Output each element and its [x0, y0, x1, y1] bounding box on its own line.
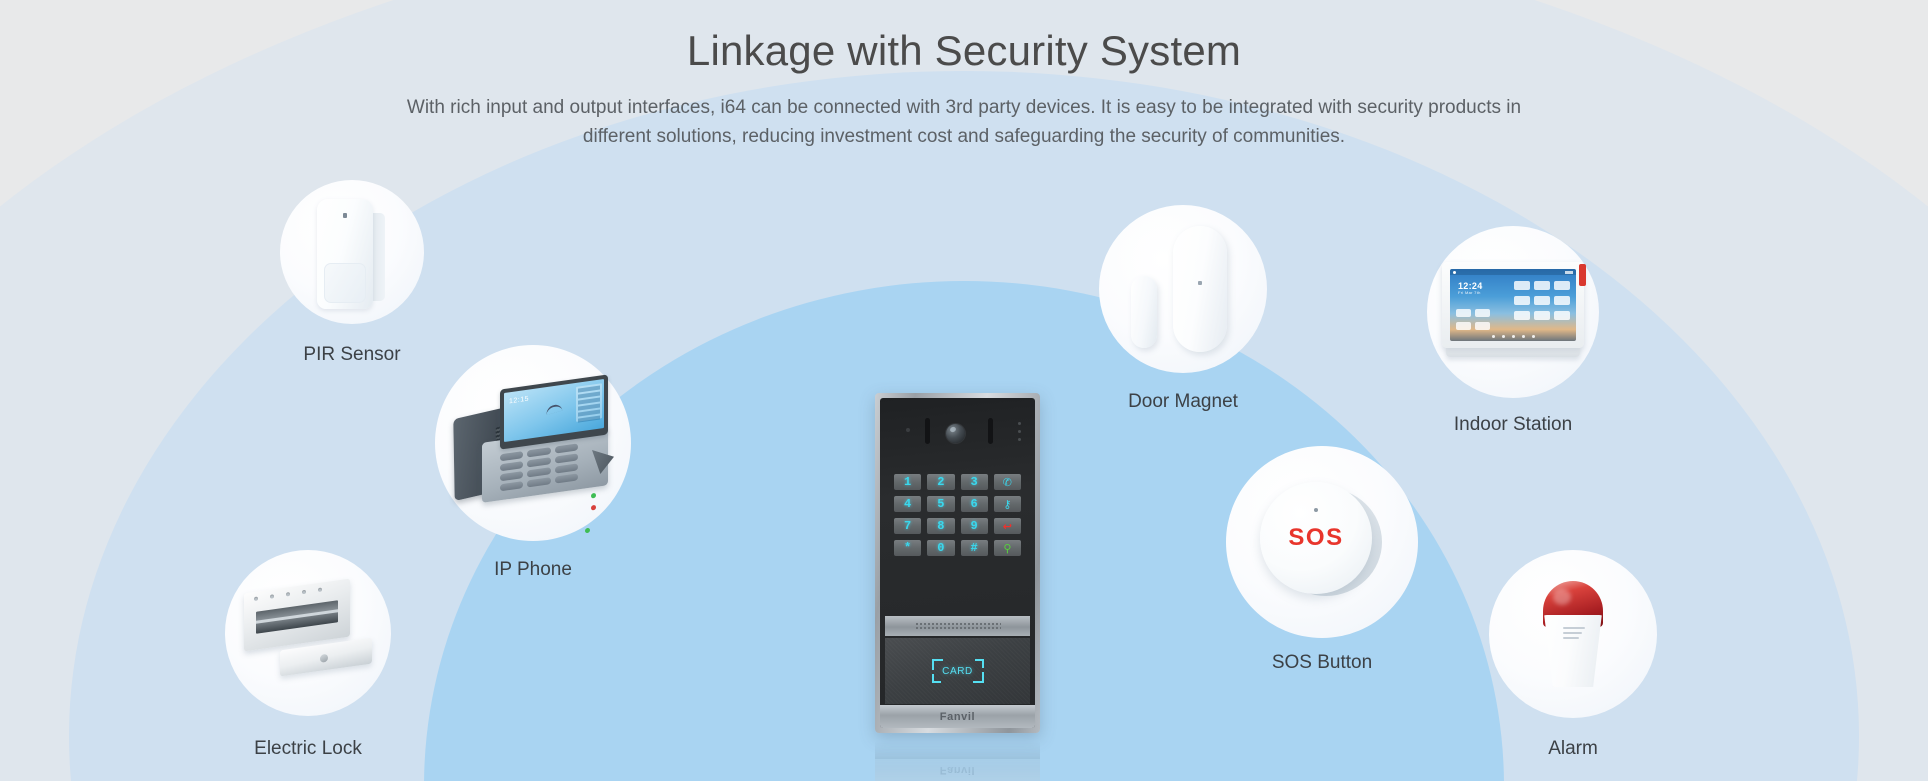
keypad-key-hash[interactable]: #	[960, 540, 988, 556]
ip-phone-screen-time: 12:15	[509, 395, 530, 406]
door-magnet-icon	[1131, 226, 1235, 352]
card-reader-icon: CARD	[931, 659, 984, 683]
alarm-siren-icon	[1537, 581, 1609, 687]
intercom-card-reader[interactable]: CARD	[885, 638, 1030, 704]
keypad-key-9[interactable]: 9	[960, 518, 988, 534]
device-label-indoor-station: Indoor Station	[1453, 414, 1573, 435]
keypad-key-2[interactable]: 2	[927, 474, 955, 490]
keypad-key-8[interactable]: 8	[927, 518, 955, 534]
intercom-brand-text: Fanvil	[939, 710, 976, 723]
device-label-door-magnet: Door Magnet	[1128, 391, 1238, 412]
device-label-sos-button: SOS Button	[1271, 652, 1373, 673]
intercom-reflection: Fanvil	[875, 734, 1040, 781]
mic-slot-left-icon	[925, 418, 930, 444]
keypad-key-6[interactable]: 6	[960, 496, 988, 512]
intercom-brand-bar: Fanvil	[880, 705, 1035, 728]
reflection-brand-text: Fanvil	[875, 759, 1040, 781]
electric-lock-bubble	[225, 550, 391, 716]
keypad-key-4[interactable]: 4	[894, 496, 922, 512]
device-ip-phone[interactable]: 12:15 IP Phone	[435, 345, 631, 581]
keypad-key-5[interactable]: 5	[927, 496, 955, 512]
card-reader-label: CARD	[942, 665, 973, 677]
status-led-dots-icon	[1018, 422, 1021, 446]
intercom-speaker-grill	[885, 616, 1030, 636]
mic-slot-right-icon	[988, 418, 993, 444]
sos-button-bubble: SOS	[1226, 446, 1418, 638]
ip-phone-bubble: 12:15	[435, 345, 631, 541]
keypad-key-call-icon[interactable]: ✆	[993, 474, 1021, 490]
electric-lock-icon	[244, 578, 372, 684]
device-door-magnet[interactable]: Door Magnet	[1099, 205, 1267, 413]
keypad-key-3[interactable]: 3	[960, 474, 988, 490]
device-electric-lock[interactable]: Electric Lock	[225, 550, 391, 760]
device-alarm[interactable]: Alarm	[1489, 550, 1657, 760]
sos-button-icon: SOS	[1260, 482, 1384, 602]
ip-phone-icon: 12:15	[453, 374, 614, 534]
device-indoor-station[interactable]: 12:24 Fri Mar 7th Indoor Station	[1427, 226, 1599, 436]
keypad-key-key-icon[interactable]: ⚷	[993, 496, 1021, 512]
device-pir-sensor[interactable]: PIR Sensor	[280, 180, 424, 366]
keypad-key-person-icon[interactable]: ⚲	[993, 540, 1021, 556]
camera-icon	[946, 424, 965, 443]
page-title: Linkage with Security System	[686, 27, 1242, 74]
indoor-station-date: Fri Mar 7th	[1458, 290, 1481, 296]
device-sos-button[interactable]: SOS SOS Button	[1226, 446, 1418, 674]
sos-face-text: SOS	[1288, 524, 1344, 551]
device-label-ip-phone: IP Phone	[494, 559, 572, 580]
intercom-camera-row	[880, 398, 1035, 470]
device-label-pir-sensor: PIR Sensor	[303, 344, 401, 365]
door-magnet-bubble	[1099, 205, 1267, 373]
keypad-key-back-icon[interactable]: ↩	[993, 518, 1021, 534]
ir-sensor-icon	[906, 428, 910, 432]
indoor-station-bubble: 12:24 Fri Mar 7th	[1427, 226, 1599, 398]
keypad-key-1[interactable]: 1	[894, 474, 922, 490]
indoor-station-icon: 12:24 Fri Mar 7th	[1442, 262, 1586, 362]
alarm-bubble	[1489, 550, 1657, 718]
header: Linkage with Security System With rich i…	[0, 0, 1928, 152]
page-subtitle: With rich input and output interfaces, i…	[406, 97, 1522, 147]
keypad-key-star[interactable]: *	[894, 540, 922, 556]
pir-sensor-bubble	[280, 180, 424, 324]
pir-sensor-icon	[317, 193, 387, 311]
device-label-electric-lock: Electric Lock	[254, 738, 362, 759]
keypad-key-0[interactable]: 0	[927, 540, 955, 556]
keypad-key-7[interactable]: 7	[894, 518, 922, 534]
device-label-alarm: Alarm	[1548, 738, 1598, 759]
indoor-station-clock: 12:24	[1458, 281, 1483, 291]
